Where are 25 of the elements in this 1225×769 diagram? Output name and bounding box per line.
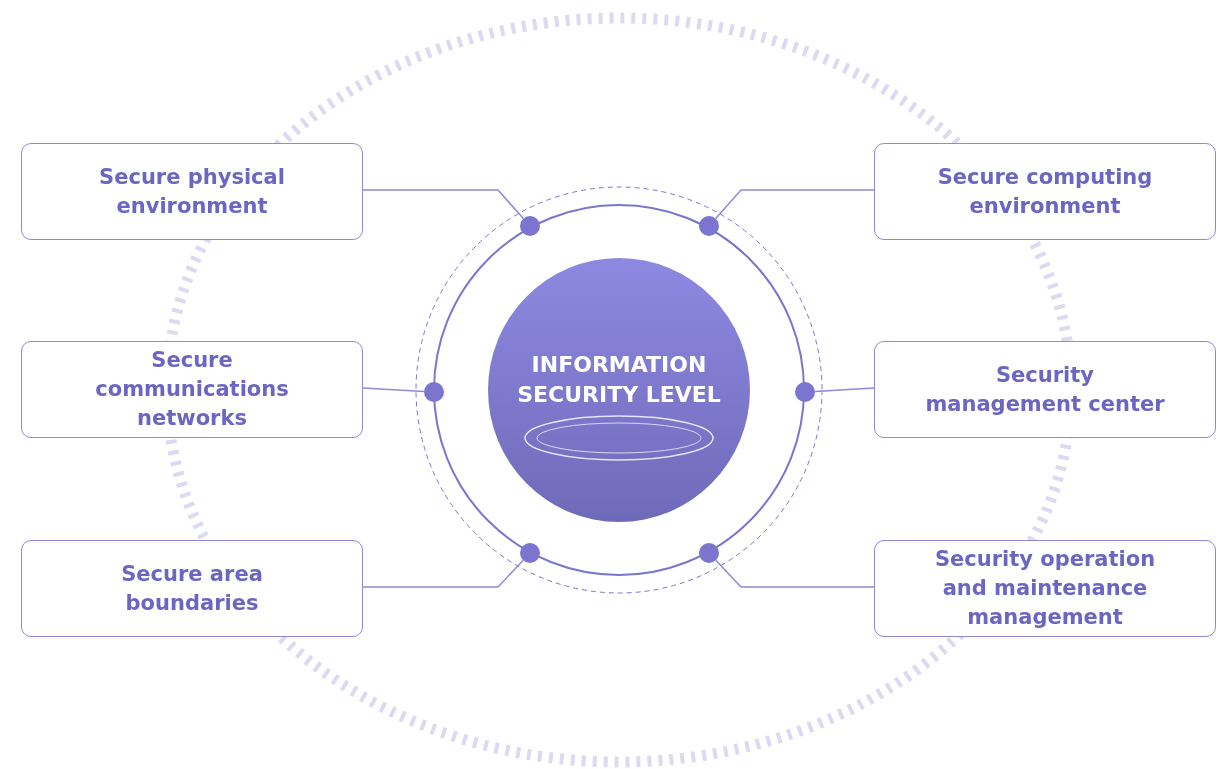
leader-line [362, 559, 524, 588]
leader-line [814, 387, 875, 393]
connector-dot [520, 216, 540, 236]
category-box [21, 540, 363, 637]
connector-dot [699, 216, 719, 236]
category-box [874, 143, 1216, 240]
leader-line [715, 559, 875, 588]
category-label: Security operation and maintenance management [933, 546, 1157, 631]
category-box [874, 540, 1216, 637]
center-title: INFORMATION SECURITY LEVEL [516, 351, 722, 409]
category-label: Secure computing environment [936, 163, 1154, 220]
category-label: Secure area boundaries [120, 560, 264, 617]
connector-dot [795, 382, 815, 402]
category-label: Secure physical environment [98, 163, 286, 220]
category-box [874, 341, 1216, 438]
category-box [21, 341, 363, 438]
category-label: Secure communications networks [94, 347, 290, 432]
connector-dot [699, 543, 719, 563]
connector-dot [520, 543, 540, 563]
category-box [21, 143, 363, 240]
leader-line [362, 387, 425, 393]
category-label: Security management center [924, 361, 1166, 418]
leader-line [714, 189, 875, 220]
leader-line [362, 189, 525, 220]
connector-dot [424, 382, 444, 402]
